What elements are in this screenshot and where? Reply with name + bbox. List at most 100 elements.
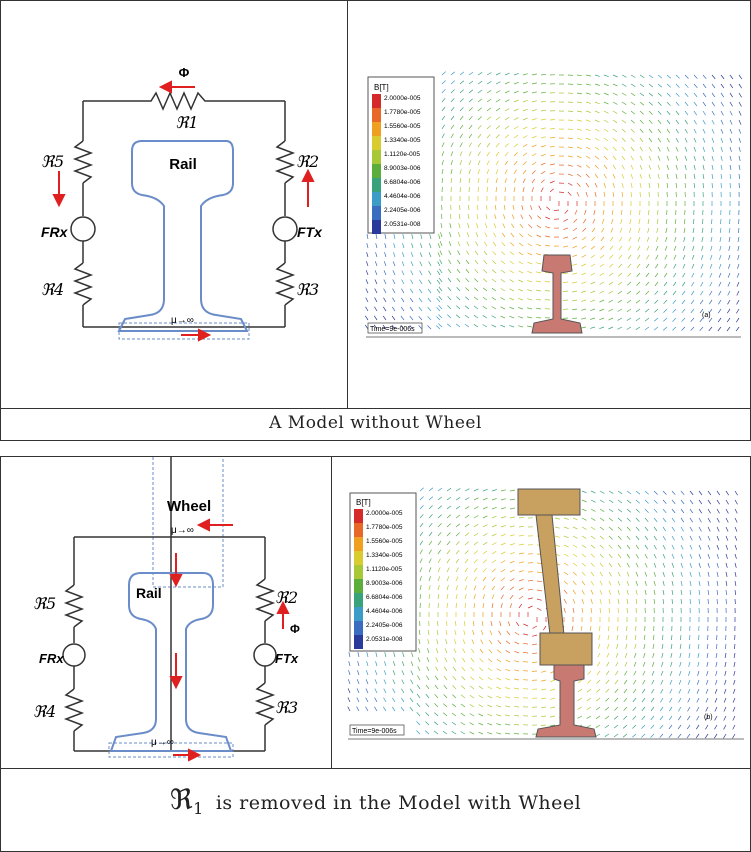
field-vector: [615, 652, 619, 658]
field-vector: [641, 697, 646, 703]
field-vector: [572, 589, 576, 595]
field-vector: [572, 263, 578, 266]
field-vector: [572, 236, 578, 240]
field-vector: [462, 648, 466, 654]
field-vector: [644, 308, 650, 313]
field-vector: [470, 657, 475, 663]
field-vector: [666, 182, 669, 188]
field-vector: [689, 544, 693, 550]
field-vector: [441, 124, 445, 130]
field-vector: [657, 137, 661, 143]
field-vector: [486, 142, 491, 148]
field-vector: [401, 261, 405, 267]
field-vector: [576, 182, 581, 187]
field-vector: [714, 724, 718, 730]
field-vector: [715, 652, 718, 658]
field-vector: [706, 643, 709, 649]
field-vector: [738, 146, 741, 152]
field-vector: [725, 571, 728, 577]
field-vector: [509, 560, 515, 564]
field-vector: [590, 607, 593, 613]
field-vector: [666, 128, 671, 134]
field-vector: [567, 128, 574, 131]
field-vector: [536, 262, 542, 265]
field-vector: [652, 643, 655, 649]
field-vector: [599, 263, 605, 268]
field-vector: [439, 259, 443, 265]
field-vector: [679, 652, 682, 658]
field-vector: [696, 715, 700, 721]
field-vector: [522, 73, 528, 76]
field-vector: [684, 74, 689, 79]
field-vector: [347, 679, 351, 685]
field-vector: [612, 182, 615, 188]
field-vector: [654, 299, 659, 304]
field-vector: [513, 126, 519, 130]
field-vector: [725, 580, 728, 586]
field-vector: [455, 505, 461, 510]
field-vector: [522, 178, 526, 184]
field-vector: [420, 243, 423, 249]
field-vector: [466, 241, 470, 247]
field-vector: [648, 137, 653, 143]
field-vector: [491, 542, 497, 546]
field-vector: [374, 688, 378, 694]
field-vector: [738, 110, 742, 116]
field-vector: [608, 598, 611, 604]
field-vector: [541, 688, 547, 691]
field-vector: [450, 71, 456, 76]
field-vector: [540, 100, 546, 103]
field-vector: [690, 299, 695, 305]
field-vector: [518, 279, 524, 283]
field-vector: [446, 323, 452, 328]
legend-value: 8.9003e-006: [384, 165, 421, 172]
field-vector: [734, 580, 737, 586]
field-vector: [701, 245, 704, 251]
field-vector: [618, 254, 623, 260]
field-vector: [505, 678, 511, 681]
field-vector: [663, 281, 668, 287]
field-vector: [392, 261, 396, 267]
field-vector: [608, 526, 614, 531]
field-vector: [518, 534, 524, 537]
field-vector: [527, 316, 533, 319]
field-vector: [473, 576, 477, 582]
field-vector: [530, 205, 533, 211]
field-vector: [465, 287, 470, 292]
field-vector: [725, 526, 729, 532]
field-vector: [616, 643, 619, 649]
field-vector: [617, 526, 622, 531]
field-vector: [452, 685, 457, 690]
field-vector: [630, 146, 635, 152]
field-vector: [576, 155, 582, 159]
field-vector: [617, 580, 621, 586]
field-vector: [626, 290, 632, 295]
field-vector: [419, 531, 424, 537]
field-vector: [446, 602, 448, 609]
field-vector: [623, 706, 628, 711]
field-vector: [644, 526, 649, 532]
field-vector: [663, 290, 668, 296]
field-vector: [505, 705, 511, 708]
field-vector: [720, 182, 722, 189]
field-vector: [473, 497, 479, 501]
field-vector: [447, 296, 452, 301]
field-vector: [630, 137, 635, 143]
field-vector: [581, 272, 587, 276]
field-vector: [441, 178, 444, 184]
field-vector: [518, 261, 524, 265]
field-vector: [599, 272, 605, 276]
field-vector: [662, 598, 665, 605]
field-vector: [663, 299, 668, 304]
field-vector: [720, 74, 725, 80]
field-vector: [374, 697, 378, 703]
field-vector: [605, 697, 610, 702]
field-vector: [608, 607, 610, 614]
field-vector: [474, 259, 479, 265]
field-vector: [461, 685, 466, 690]
field-vector: [693, 110, 698, 116]
field-vector: [482, 559, 487, 564]
field-vector: [511, 223, 515, 229]
field-vector: [639, 119, 644, 124]
